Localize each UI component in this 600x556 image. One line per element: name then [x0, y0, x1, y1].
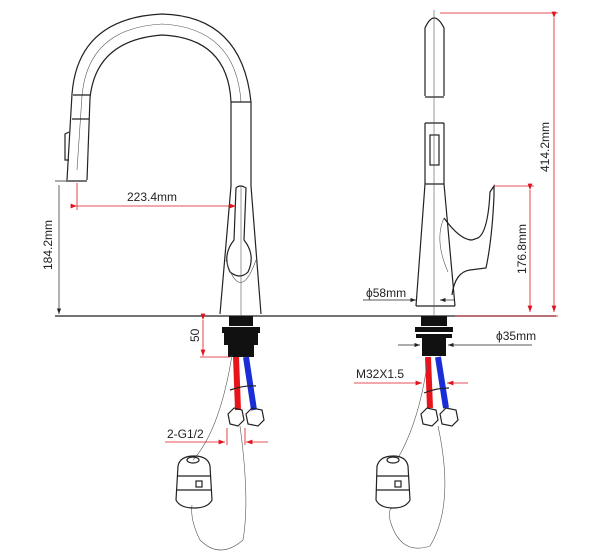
hose-weight-icon: [375, 455, 411, 509]
side-view-faucet: [375, 10, 495, 549]
spout-reach-label: 223.4mm: [127, 190, 177, 204]
front-view-faucet: [64, 13, 265, 551]
dimension-spout-height: 184.2mm: [41, 180, 75, 314]
handle-height-label: 176.8mm: [515, 224, 529, 274]
dimension-shank-length: 50: [188, 313, 230, 358]
dimension-spout-reach: 223.4mm: [70, 183, 236, 210]
hose-weight-icon: [175, 455, 213, 509]
dimension-base-diameter: ϕ58mm: [363, 286, 455, 303]
dimension-inlet-thread: 2-G1/2: [165, 427, 268, 445]
total-height-label: 414.2mm: [538, 122, 552, 172]
spout-height-label: 184.2mm: [41, 220, 55, 270]
dimension-handle-height: 176.8mm: [494, 183, 534, 312]
dimension-shank-thread: M32X1.5: [354, 367, 468, 386]
dimension-hole-diameter: ϕ35mm: [398, 329, 536, 348]
shank-length-label: 50: [188, 328, 202, 342]
shank-thread-label: M32X1.5: [356, 367, 404, 381]
inlet-thread-label: 2-G1/2: [167, 427, 204, 441]
hole-diameter-label: ϕ35mm: [496, 329, 536, 343]
dimension-total-height: 414.2mm: [440, 11, 558, 317]
base-diameter-label: ϕ58mm: [366, 286, 406, 300]
